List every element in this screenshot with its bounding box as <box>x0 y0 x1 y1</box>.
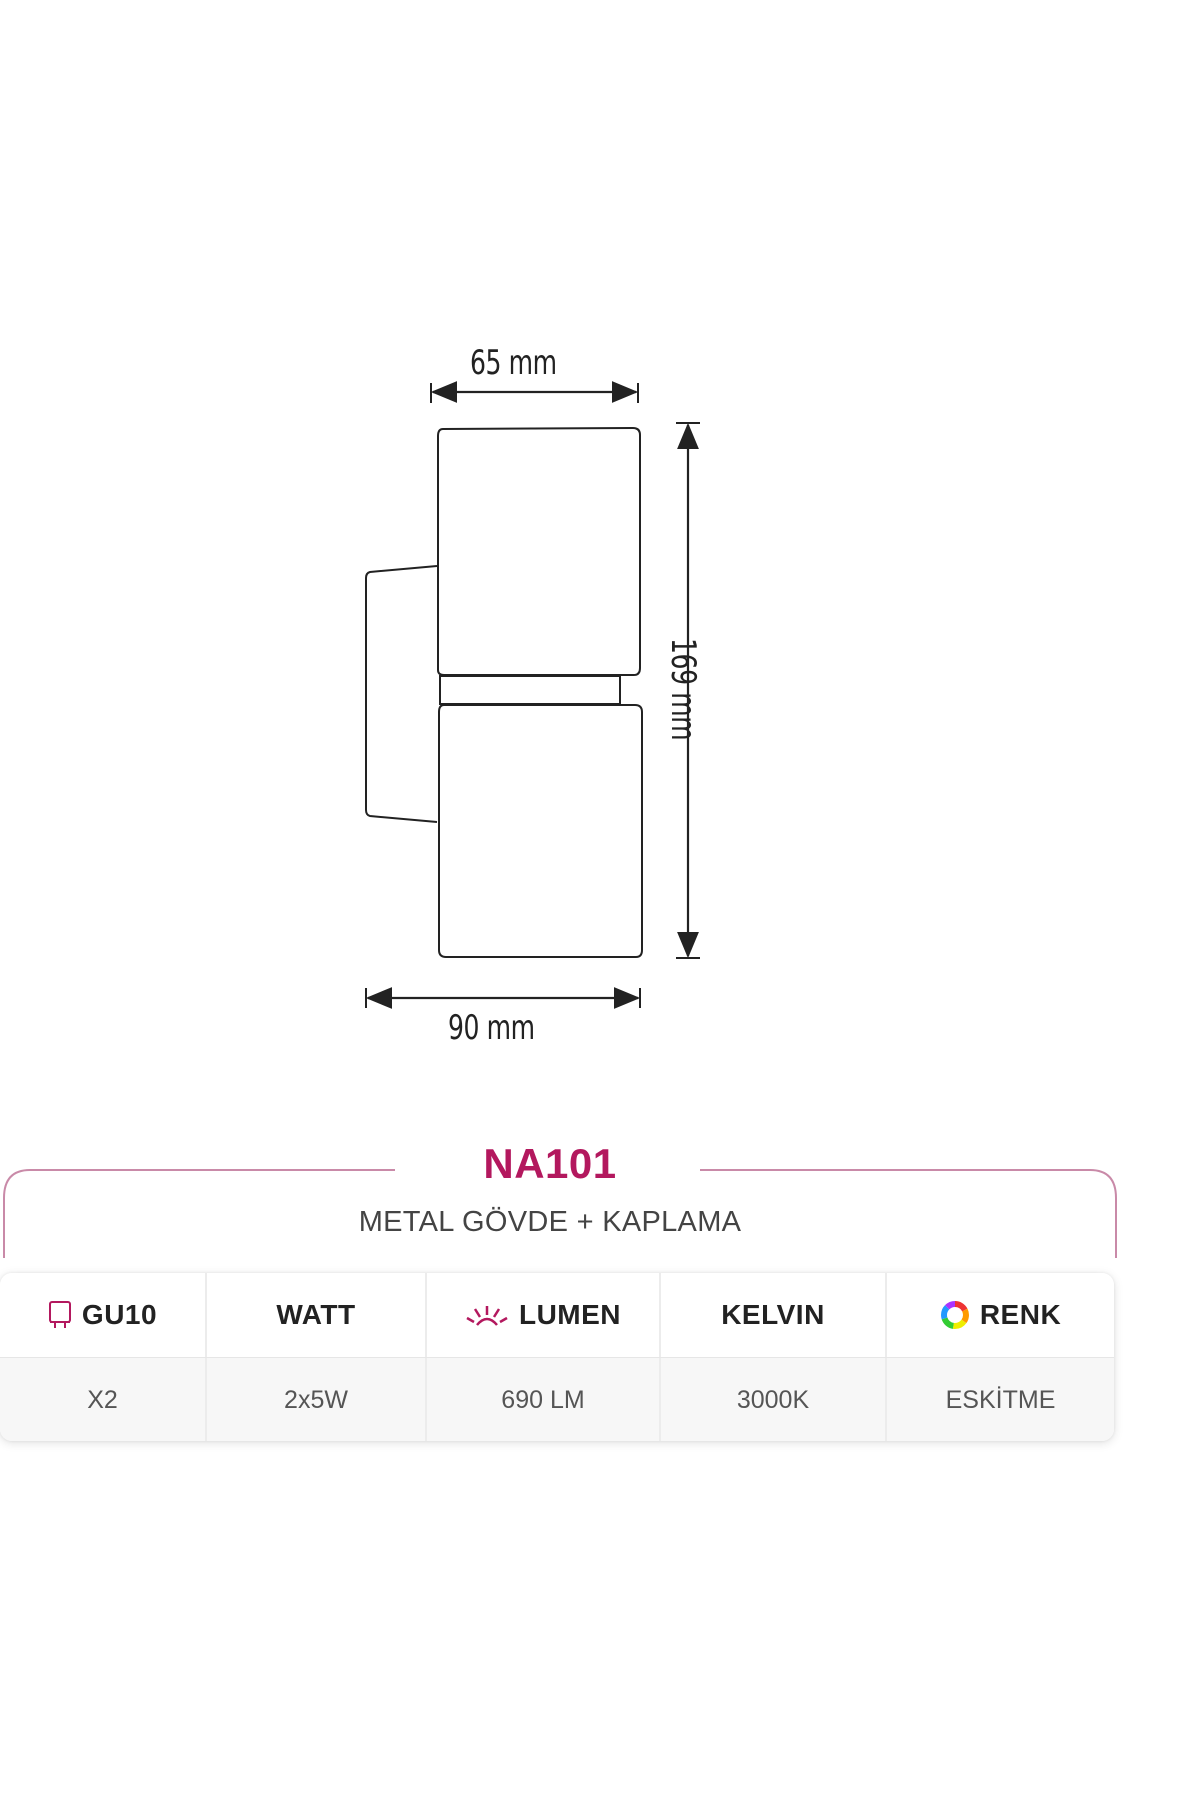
color-ring-icon <box>940 1300 970 1330</box>
spec-header-label: RENK <box>979 1299 1062 1330</box>
spec-value-kelvin: 3000K <box>736 1385 810 1414</box>
bulb-socket-icon <box>48 1300 72 1330</box>
spec-value-cell: 690 LM <box>427 1358 661 1441</box>
width-bottom-label: 90 mm <box>448 1008 535 1048</box>
model-title: NA101 <box>483 1140 617 1187</box>
spec-value-cell: X2 <box>0 1358 207 1441</box>
spec-value-cell: ESKİTME <box>887 1358 1114 1441</box>
mount-plate-outline <box>365 565 438 823</box>
spec-header-color: RENK <box>887 1273 1114 1357</box>
spec-header-label: LUMEN <box>518 1299 622 1330</box>
spec-header-label: GU10 <box>81 1299 158 1330</box>
upper-cylinder-outline <box>437 426 641 676</box>
spec-value-socket: X2 <box>87 1385 118 1414</box>
height-dimension-line <box>676 422 700 959</box>
spec-value-watt: 2x5W <box>284 1385 348 1414</box>
spec-value-cell: 3000K <box>661 1358 887 1441</box>
top-dimension-line <box>430 381 639 403</box>
bottom-dimension-line <box>365 987 641 1009</box>
spec-value-cell: 2x5W <box>207 1358 427 1441</box>
spec-value-row: X2 2x5W 690 LM 3000K ESKİTME <box>0 1357 1114 1441</box>
width-top-label: 65 mm <box>470 343 557 383</box>
light-rays-icon <box>465 1303 509 1327</box>
spec-header-watt: WATT <box>207 1273 427 1357</box>
lower-cylinder-outline <box>438 704 643 958</box>
height-label: 169 mm <box>663 638 703 741</box>
spec-header-socket: GU10 <box>0 1273 207 1357</box>
spec-value-lumen: 690 LM <box>501 1385 585 1414</box>
spec-header-row: GU10 WATT LUMEN KELVIN <box>0 1273 1114 1357</box>
spec-header-kelvin: KELVIN <box>661 1273 887 1357</box>
connector-outline <box>439 675 621 705</box>
spec-value-color: ESKİTME <box>945 1385 1056 1414</box>
lamp-outline-drawing <box>365 381 700 1009</box>
technical-drawing: 65 mm 169 mm 90 mm <box>365 343 703 1048</box>
title-frame <box>3 1169 1117 1258</box>
spec-header-label: KELVIN <box>721 1299 825 1330</box>
spec-header-lumen: LUMEN <box>427 1273 661 1357</box>
spec-header-label: WATT <box>276 1299 356 1330</box>
spec-table: GU10 WATT LUMEN KELVIN <box>0 1273 1114 1441</box>
material-subtitle: METAL GÖVDE + KAPLAMA <box>358 1206 742 1238</box>
